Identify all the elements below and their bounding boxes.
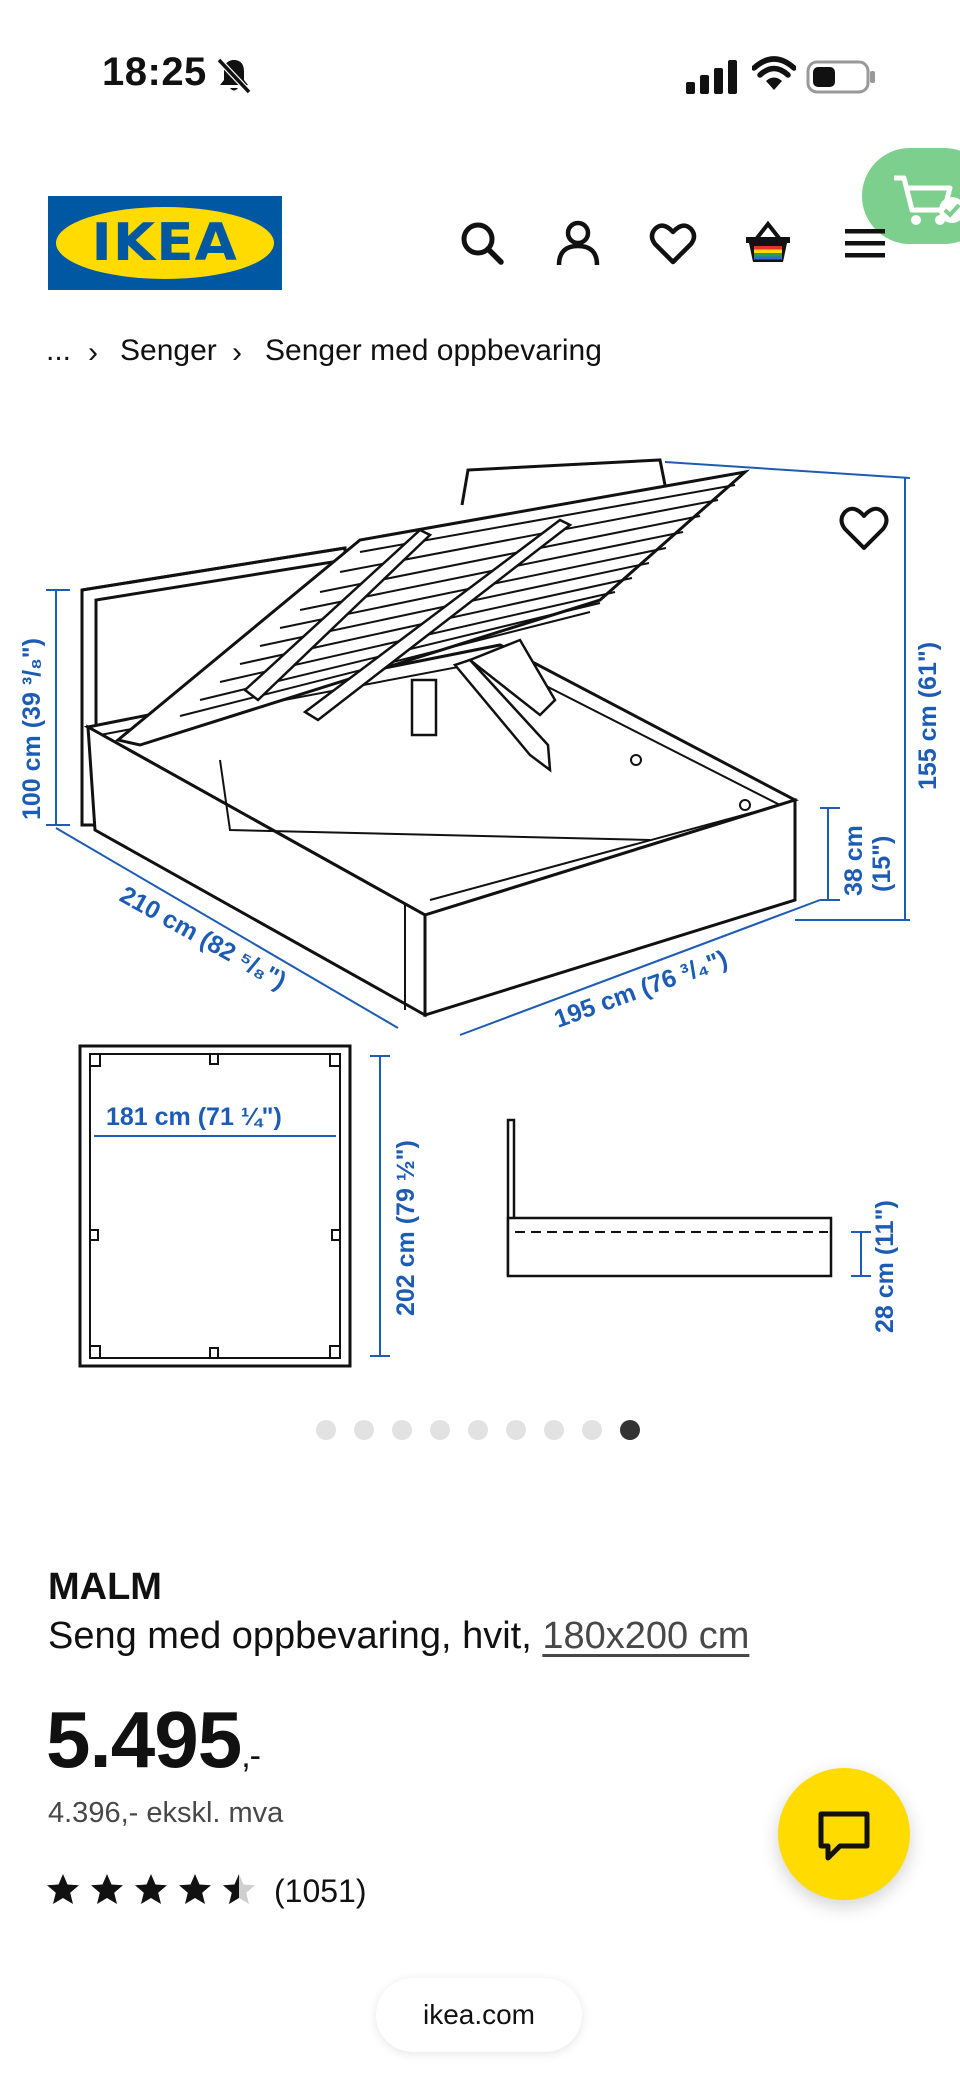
dimension-clearance: 28 cm (11") xyxy=(871,1200,899,1333)
price-value: 5.495 xyxy=(46,1695,242,1784)
breadcrumb-item-senger[interactable]: Senger xyxy=(120,334,217,367)
product-image-dimension-drawing[interactable]: 100 cm (39 ³/₈") 210 cm (82 ⁵/₈") 195 cm… xyxy=(0,420,960,1380)
carousel-dot[interactable] xyxy=(468,1420,488,1440)
dimension-total-height: 155 cm (61") xyxy=(914,642,942,790)
chat-icon xyxy=(818,1811,870,1861)
add-to-favourites-heart-icon[interactable] xyxy=(836,500,892,556)
silent-mode-bell-icon xyxy=(216,57,252,95)
carousel-dot[interactable] xyxy=(506,1420,526,1440)
price-excl-vat: 4.396,- ekskl. mva xyxy=(48,1797,284,1829)
star-full-icon xyxy=(91,1874,123,1904)
star-half-icon xyxy=(223,1874,255,1904)
dimension-side-height-in: (15") xyxy=(868,836,896,892)
review-count[interactable]: (1051) xyxy=(274,1873,367,1909)
status-time: 18:25 xyxy=(102,50,207,94)
carousel-dot[interactable] xyxy=(582,1420,602,1440)
favourites-icon[interactable] xyxy=(648,218,698,268)
dimension-inner-length: 202 cm (79 ½") xyxy=(392,1140,420,1316)
cellular-signal-icon xyxy=(686,60,737,94)
breadcrumb-item-senger-med-oppbevaring[interactable]: Senger med oppbevaring xyxy=(265,334,602,367)
product-description: Seng med oppbevaring, hvit, 180x200 cm xyxy=(48,1615,749,1658)
logo-text: IKEA xyxy=(91,213,239,273)
menu-icon[interactable] xyxy=(840,218,890,268)
breadcrumb-ellipsis[interactable]: ... xyxy=(46,334,72,367)
rating-stars[interactable] xyxy=(46,1873,256,1905)
breadcrumb-chevron-icon: › xyxy=(88,336,98,369)
added-to-cart-indicator[interactable] xyxy=(862,148,960,244)
carousel-dot[interactable] xyxy=(392,1420,412,1440)
product-size-link[interactable]: 180x200 cm xyxy=(542,1615,750,1657)
star-full-icon xyxy=(135,1874,167,1904)
star-full-icon xyxy=(47,1874,79,1904)
product-description-text: Seng med oppbevaring, hvit, xyxy=(48,1615,532,1657)
product-price: 5.495,- xyxy=(46,1694,261,1786)
browser-address-bar[interactable]: ikea.com xyxy=(376,1978,582,2052)
chat-button[interactable] xyxy=(778,1768,910,1900)
cart-check-icon xyxy=(894,175,960,225)
star-full-icon xyxy=(179,1874,211,1904)
ikea-logo[interactable]: IKEA xyxy=(48,196,282,290)
carousel-dot[interactable] xyxy=(430,1420,450,1440)
carousel-dot[interactable] xyxy=(316,1420,336,1440)
dimension-side-height-cm: 38 cm xyxy=(840,825,868,896)
image-carousel-indicator xyxy=(316,1420,640,1440)
carousel-dot[interactable] xyxy=(354,1420,374,1440)
carousel-dot-active[interactable] xyxy=(620,1420,640,1440)
account-icon[interactable] xyxy=(553,218,603,268)
basket-icon[interactable] xyxy=(743,218,793,268)
dimension-headboard-height: 100 cm (39 ³/₈") xyxy=(18,638,46,820)
browser-url: ikea.com xyxy=(422,1999,536,2030)
breadcrumb-chevron-icon: › xyxy=(232,336,242,369)
price-suffix: ,- xyxy=(241,1737,261,1775)
product-name: MALM xyxy=(48,1566,162,1608)
dimension-inner-width: 181 cm (71 ¼") xyxy=(106,1103,282,1131)
battery-icon xyxy=(806,60,875,94)
logo-oval: IKEA xyxy=(56,207,274,279)
search-icon[interactable] xyxy=(457,218,507,268)
wifi-icon xyxy=(752,56,796,90)
carousel-dot[interactable] xyxy=(544,1420,564,1440)
